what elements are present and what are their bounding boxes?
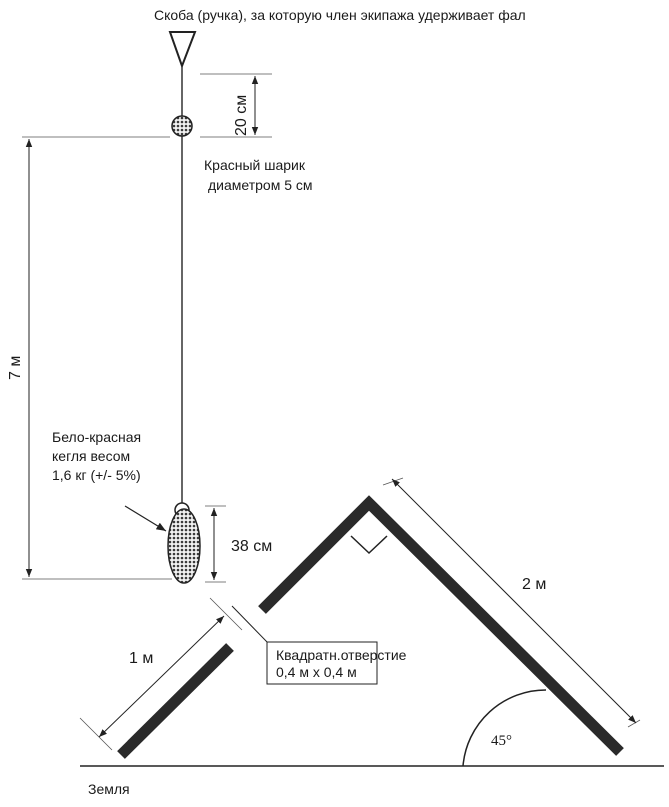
dimension-7m	[22, 136, 172, 580]
dim-7m-label: 7 м	[7, 356, 24, 380]
dim-20cm-label: 20 см	[233, 95, 250, 136]
dimension-1m	[79, 597, 243, 751]
dimension-38cm	[205, 505, 226, 583]
weight-pointer-arrow	[124, 505, 167, 532]
handle-icon	[168, 31, 197, 69]
ball-label-line2: диаметром 5 см	[208, 177, 313, 193]
dimension-2m	[382, 477, 641, 728]
red-ball	[171, 115, 193, 137]
dimension-20cm	[200, 73, 272, 138]
weight-label-line2: кегля весом	[52, 448, 130, 464]
weight-label-line3: 1,6 кг (+/- 5%)	[52, 467, 141, 483]
hole-callout-box	[266, 641, 378, 685]
weight-body	[167, 508, 201, 584]
hole-label-line1: Квадратн.отверстие	[276, 647, 407, 663]
handle-label: Скоба (ручка), за которую член экипажа у…	[154, 7, 526, 23]
weight-label-line1: Бело-красная	[52, 429, 141, 445]
right-angle-marker	[350, 535, 388, 555]
dim-2m-label: 2 м	[522, 576, 546, 593]
hole-label-line2: 0,4 м х 0,4 м	[276, 664, 357, 680]
angle-label: 45°	[491, 733, 512, 749]
dim-38cm-label: 38 см	[231, 538, 272, 555]
ball-label-line1: Красный шарик	[204, 157, 306, 173]
roof-frame	[258, 495, 624, 756]
hole-callout-line	[231, 605, 269, 644]
ground-label: Земля	[88, 781, 130, 797]
dim-1m-label: 1 м	[129, 650, 153, 667]
angle-arc	[462, 689, 547, 767]
